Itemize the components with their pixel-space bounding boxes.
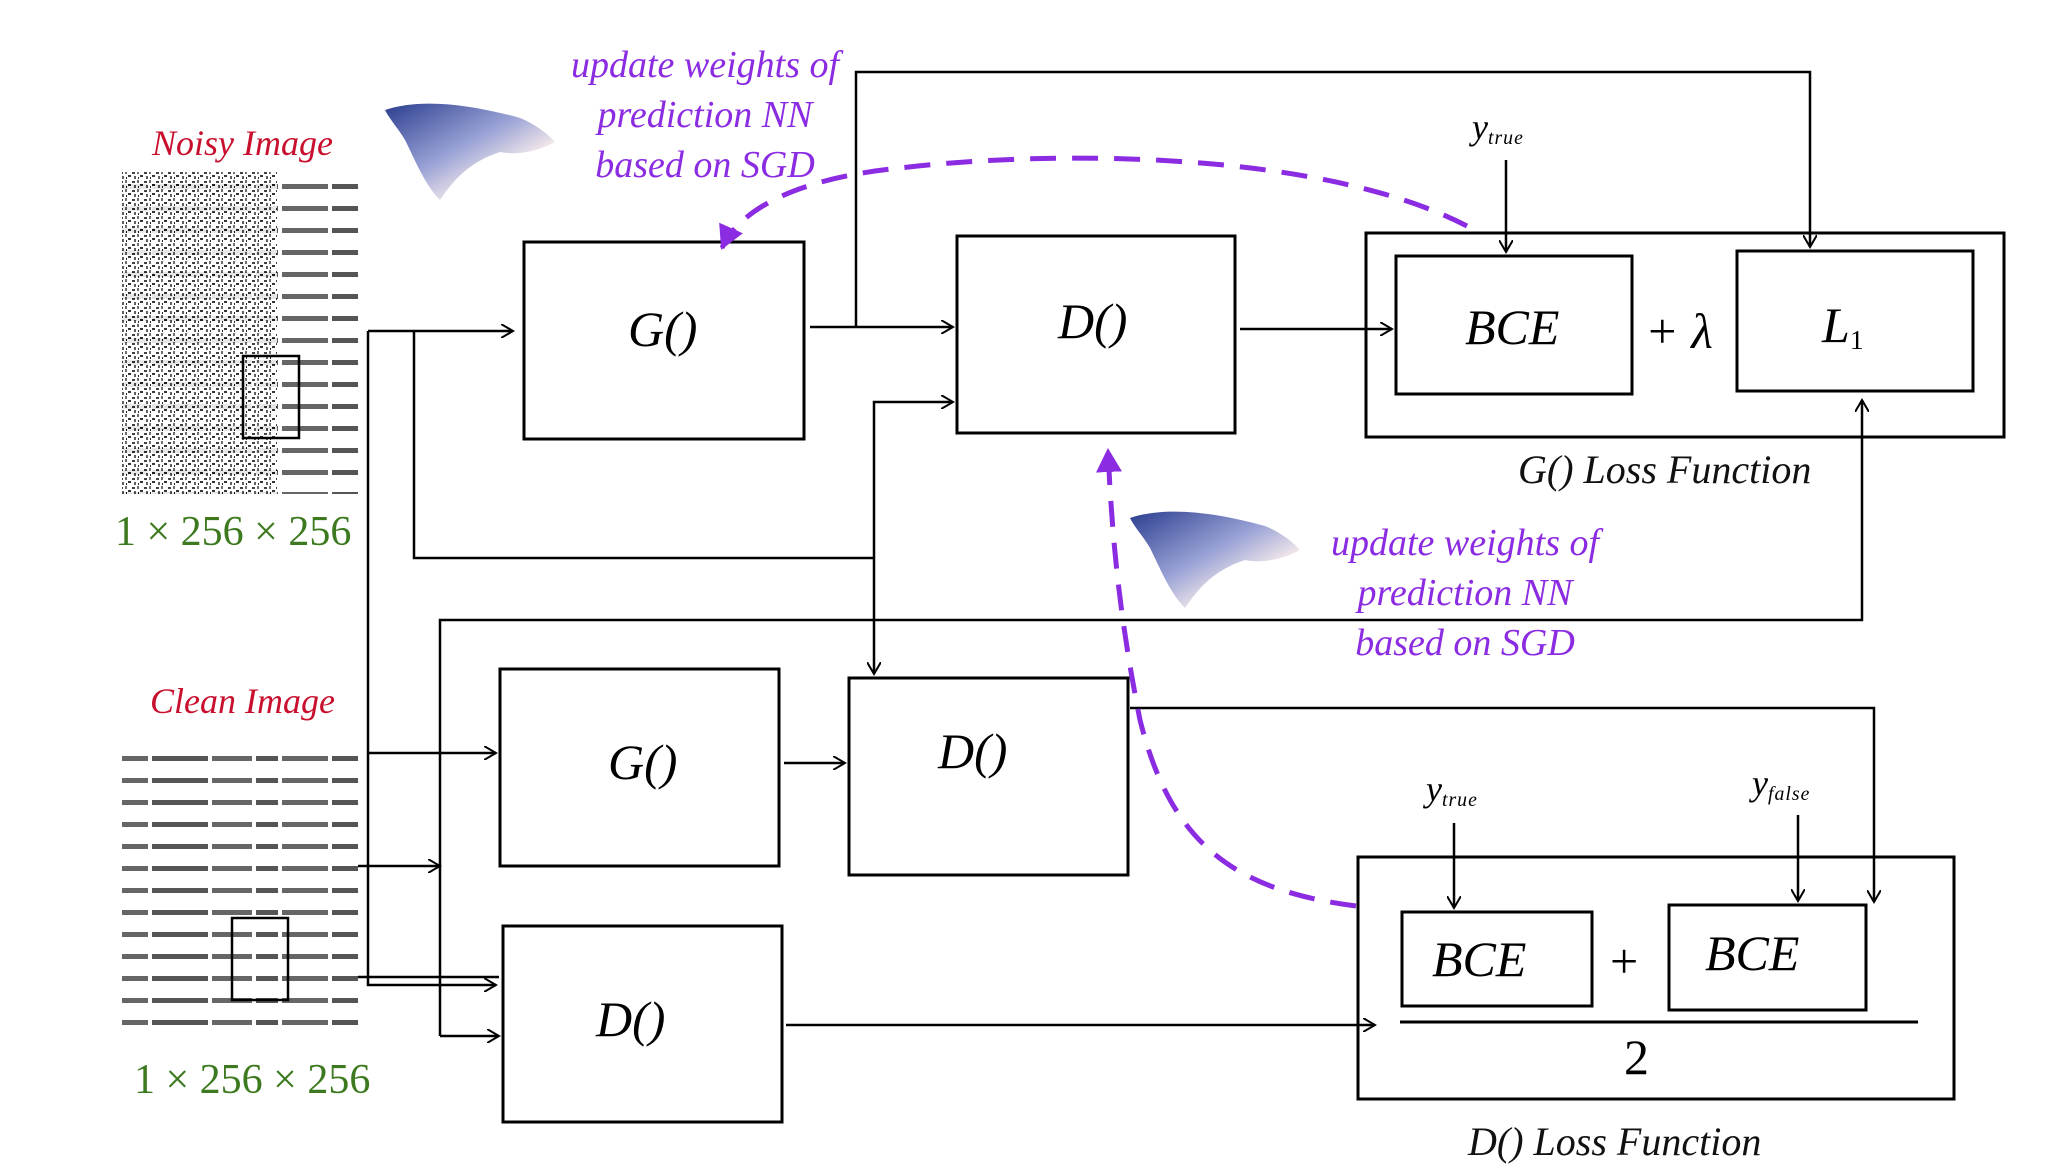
- generator-box-lower: [498, 667, 781, 868]
- clean-image-thumbnail: [122, 740, 358, 1040]
- discriminator-real-label: D(): [596, 991, 666, 1047]
- discriminator-box-real: [501, 924, 784, 1124]
- noisy-image-title: Noisy Image: [152, 123, 333, 163]
- noisy-image-thumbnail: [122, 172, 358, 494]
- y-true-top-label: ytrue: [1472, 107, 1524, 149]
- g-loss-bce-label: BCE: [1465, 299, 1560, 355]
- discriminator-box: [955, 234, 1237, 435]
- g-loss-outer-box: [1364, 231, 2006, 439]
- generator-label: G(): [628, 301, 698, 357]
- d-loss-denominator: 2: [1624, 1029, 1649, 1085]
- d-loss-bce-right-label: BCE: [1705, 925, 1800, 981]
- discriminator-label: D(): [1058, 293, 1128, 349]
- clean-image-title: Clean Image: [150, 681, 335, 721]
- discriminator-fake-label: D(): [938, 723, 1008, 779]
- d-loss-plus-label: +: [1610, 933, 1639, 989]
- g-loss-bce-box: [1394, 254, 1634, 396]
- update-note-discriminator: update weights of prediction NN based on…: [1330, 522, 1600, 664]
- d-loss-bce-right-box: [1667, 903, 1868, 1012]
- clean-image-dims: 1 × 256 × 256: [134, 1057, 371, 1103]
- generator-box: [522, 240, 806, 441]
- update-arrow-generator: [719, 155, 1469, 250]
- d-loss-outer-box: [1356, 855, 1956, 1101]
- loss-surface-icon: [1130, 511, 1300, 608]
- d-loss-bce-left-label: BCE: [1432, 931, 1527, 987]
- g-loss-caption: G() Loss Function: [1518, 447, 1812, 492]
- g-loss-l1-box: [1735, 249, 1975, 393]
- generator-lower-label: G(): [608, 734, 678, 790]
- y-true-lower-label: ytrue: [1426, 769, 1478, 811]
- d-loss-caption: D() Loss Function: [1468, 1119, 1762, 1164]
- update-note-generator: update weights of prediction NN based on…: [570, 44, 840, 186]
- plus-lambda-label: + λ: [1645, 303, 1713, 359]
- l1-label: L1: [1822, 297, 1865, 355]
- discriminator-box-fake: [847, 676, 1130, 877]
- connectors: [358, 70, 1874, 1036]
- noisy-image-dims: 1 × 256 × 256: [115, 509, 352, 555]
- update-arrow-discriminator: [1095, 448, 1357, 909]
- d-loss-bce-left-box: [1400, 910, 1594, 1008]
- loss-surface-icon: [385, 103, 555, 200]
- y-false-label: yfalse: [1752, 763, 1811, 805]
